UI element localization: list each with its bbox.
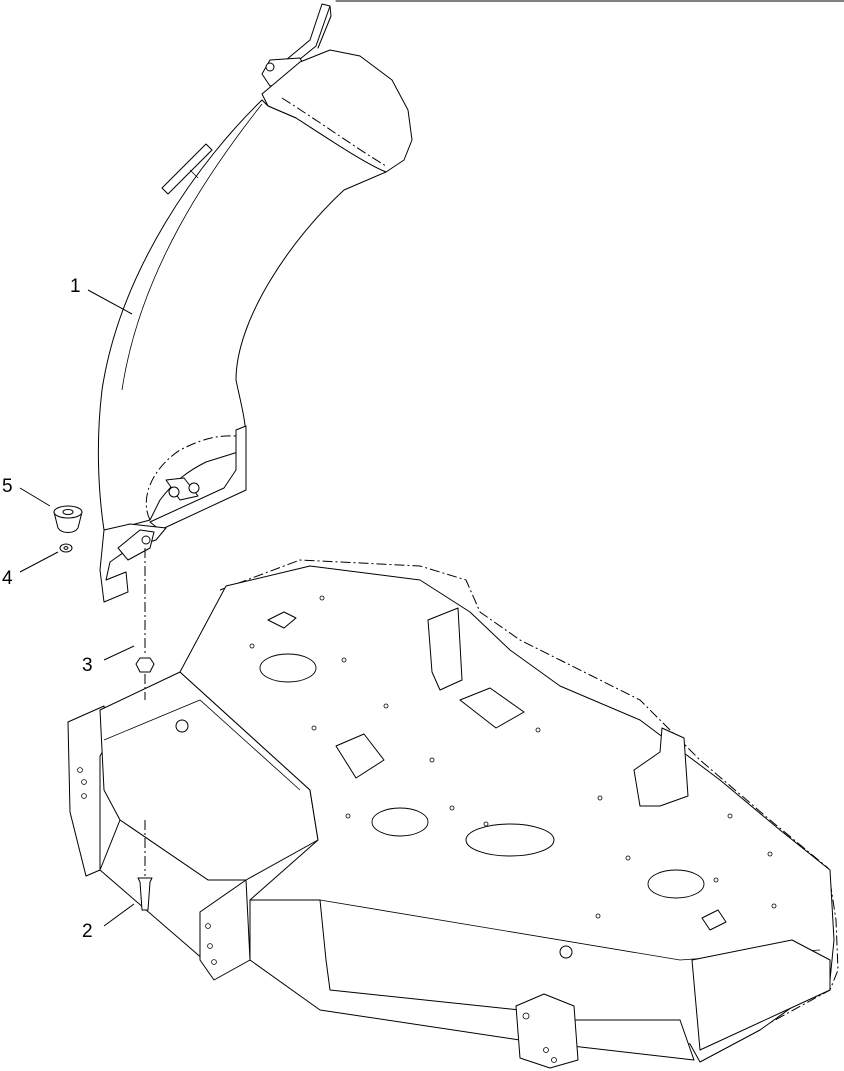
mower-deck: [67, 559, 839, 1069]
callout-2-label: 2: [82, 921, 93, 942]
callout-4: 4: [2, 551, 59, 589]
callout-3: 3: [82, 645, 135, 676]
callout-5: 5: [2, 476, 51, 507]
callout-1-label: 1: [70, 276, 81, 297]
callout-1: 1: [70, 276, 133, 315]
callout-3-label: 3: [82, 655, 93, 676]
callout-2: 2: [82, 903, 135, 942]
locknut: [135, 548, 155, 700]
washer: [59, 543, 73, 553]
callout-4-label: 4: [2, 568, 13, 589]
bolt: [137, 820, 153, 911]
discharge-chute: [97, 3, 413, 603]
knob: [53, 505, 83, 533]
callout-5-label: 5: [2, 476, 13, 497]
